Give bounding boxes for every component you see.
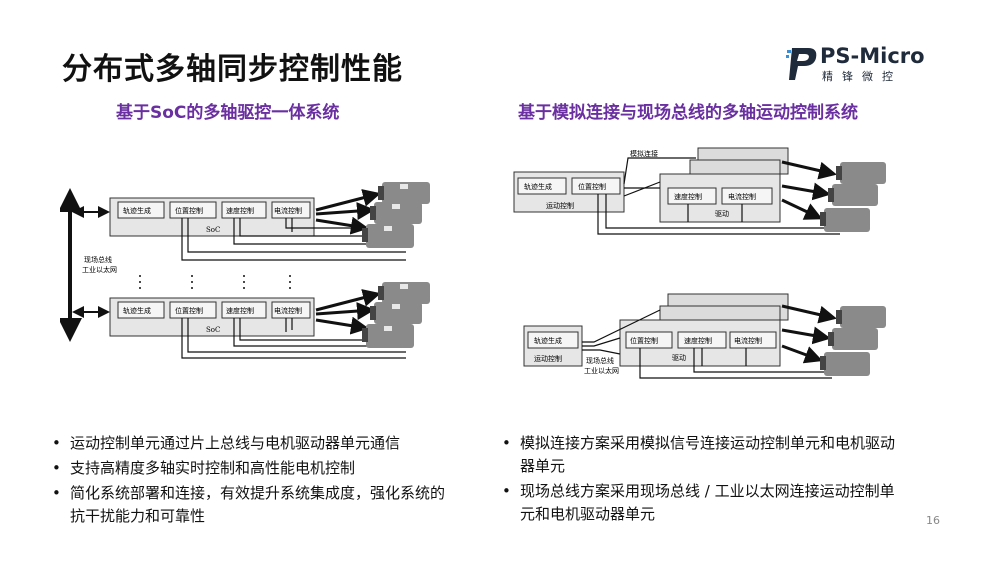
r-speed-bottom: 速度控制 — [684, 336, 712, 345]
soc-label-bottom: SoC — [206, 326, 220, 334]
soc-label-top: SoC — [206, 226, 220, 234]
drive-label-top: 驱动 — [715, 209, 729, 218]
r-bus-label-1: 现场总线 — [586, 356, 614, 365]
motor-icon — [820, 352, 870, 376]
page-title: 分布式多轴同步控制性能 — [62, 52, 403, 87]
r-speed-top: 速度控制 — [674, 192, 702, 201]
motor-icon — [820, 208, 870, 232]
r-trajectory-top: 轨迹生成 — [524, 182, 552, 191]
page-number: 16 — [926, 514, 940, 527]
motor-icon — [836, 162, 886, 184]
r-trajectory-bottom: 轨迹生成 — [534, 336, 562, 345]
motor-icon — [370, 202, 422, 224]
motor-icon — [362, 324, 414, 348]
block-current-top: 电流控制 — [274, 206, 302, 215]
logo-subtitle: 精锋微控 — [822, 70, 902, 83]
r-bus-label-2: 工业以太网 — [584, 366, 619, 375]
bus-label-2: 工业以太网 — [82, 265, 117, 274]
list-item: 模拟连接方案采用模拟信号连接运动控制单元和电机驱动器单元 — [498, 432, 908, 478]
left-subtitle: 基于SoC的多轴驱控一体系统 — [116, 103, 340, 123]
list-item: 运动控制单元通过片上总线与电机驱动器单元通信 — [48, 432, 448, 455]
list-item: 现场总线方案采用现场总线 / 工业以太网连接运动控制单元和电机驱动器单元 — [498, 480, 908, 526]
motion-label-bottom: 运动控制 — [534, 354, 562, 363]
left-bullet-list: 运动控制单元通过片上总线与电机驱动器单元通信 支持高精度多轴实时控制和高性能电机… — [48, 432, 448, 530]
right-bullet-list: 模拟连接方案采用模拟信号连接运动控制单元和电机驱动器单元 现场总线方案采用现场总… — [498, 432, 908, 528]
r-current-bottom: 电流控制 — [734, 336, 762, 345]
ellipsis-dots — [139, 275, 291, 289]
motor-icon — [378, 282, 430, 304]
motor-icon — [362, 224, 414, 248]
r-current-top: 电流控制 — [728, 192, 756, 201]
motor-icon — [836, 306, 886, 328]
bus-label-1: 现场总线 — [84, 255, 112, 264]
motor-icon — [828, 328, 878, 350]
soc-system-diagram: 现场总线 工业以太网 SoC 轨迹生成 位置控制 速度控制 电流控制 SoC 轨… — [60, 182, 430, 359]
block-trajectory-bottom: 轨迹生成 — [123, 306, 151, 315]
drive-label-bottom: 驱动 — [672, 353, 686, 362]
block-speed-bottom: 速度控制 — [226, 306, 254, 315]
block-speed-top: 速度控制 — [226, 206, 254, 215]
block-position-top: 位置控制 — [175, 206, 203, 215]
block-position-bottom: 位置控制 — [175, 306, 203, 315]
ps-logo-icon — [786, 48, 817, 80]
company-logo: PS-Micro 精锋微控 — [786, 44, 946, 84]
r-position-bottom: 位置控制 — [630, 336, 658, 345]
block-trajectory-top: 轨迹生成 — [123, 206, 151, 215]
r-position-top: 位置控制 — [578, 182, 606, 191]
motor-icon — [370, 302, 422, 324]
list-item: 简化系统部署和连接，有效提升系统集成度，强化系统的抗干扰能力和可靠性 — [48, 482, 448, 528]
list-item: 支持高精度多轴实时控制和高性能电机控制 — [48, 457, 448, 480]
right-subtitle: 基于模拟连接与现场总线的多轴运动控制系统 — [518, 103, 858, 123]
analog-label: 模拟连接 — [630, 149, 658, 158]
block-current-bottom: 电流控制 — [274, 306, 302, 315]
analog-fieldbus-diagram: 模拟连接 速度控制 电流控制 驱动 轨迹生成 位置控制 运动控制 位置控制 速度… — [513, 147, 886, 379]
motor-icon — [378, 182, 430, 204]
logo-name: PS-Micro — [820, 44, 925, 68]
motion-label-top: 运动控制 — [546, 201, 574, 210]
motor-icon — [828, 184, 878, 206]
